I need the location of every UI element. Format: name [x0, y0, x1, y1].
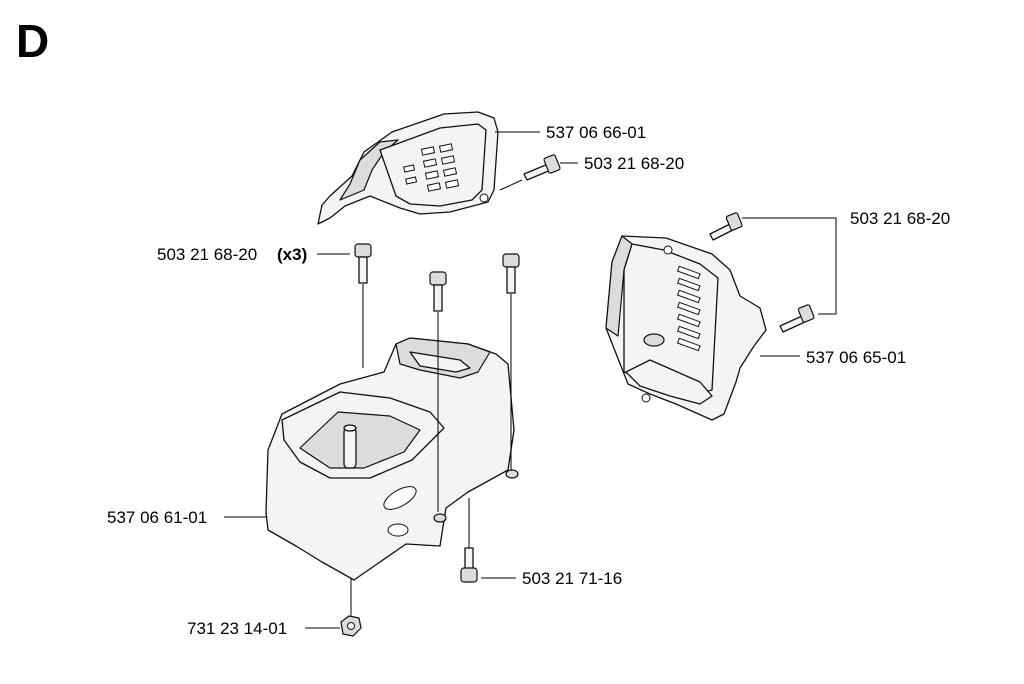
label-right-screws: 503 21 68-20: [850, 209, 950, 228]
housing-screw-right-part: [502, 253, 520, 294]
label-main-housing: 537 06 61-01: [107, 508, 207, 527]
bottom-screw-part: [460, 547, 478, 583]
label-screws-x3-qty: (x3): [277, 245, 307, 264]
top-cover-vents: [403, 143, 460, 192]
section-letter: D: [16, 15, 50, 67]
nut-part: [340, 615, 362, 637]
right-cover-vents: [676, 265, 701, 352]
leader-lines: [224, 131, 837, 629]
top-cover-part: [317, 111, 499, 225]
label-top-cover: 537 06 66-01: [546, 123, 646, 142]
label-bottom-screw: 503 21 71-16: [522, 569, 622, 588]
label-right-cover: 537 06 65-01: [806, 348, 906, 367]
label-screws-x3: 503 21 68-20: [157, 245, 257, 264]
housing-screw-middle-part: [429, 271, 447, 312]
top-screw-part: [523, 154, 561, 181]
right-cover-part: [605, 235, 767, 421]
main-housing-part: [265, 337, 519, 581]
label-nut: 731 23 14-01: [187, 619, 287, 638]
housing-screw-left-part: [354, 243, 372, 284]
right-screw-upper-part: [709, 212, 743, 241]
label-top-screw: 503 21 68-20: [584, 154, 684, 173]
right-screw-lower-part: [779, 304, 815, 333]
